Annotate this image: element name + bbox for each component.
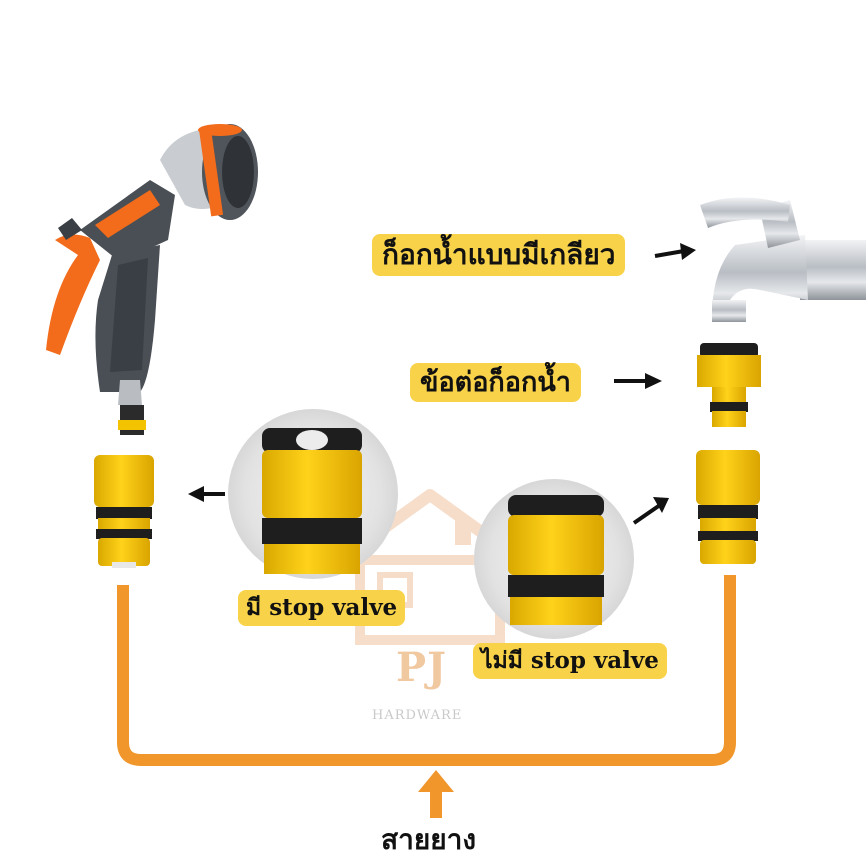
label-faucet-text: ก็อกน้ำแบบมีเกลียว	[382, 238, 616, 271]
zoom-circle-without-valve	[474, 479, 634, 639]
spray-gun-image	[46, 124, 258, 435]
label-faucet-adapter: ข้อต่อก็อกน้ำ	[410, 363, 581, 402]
label-with-valve: มี stop valve	[238, 590, 406, 626]
label-without-valve-prefix: ไม่มี	[481, 648, 523, 674]
label-with-valve-suffix: stop valve	[269, 594, 398, 621]
label-faucet-adapter-text: ข้อต่อก็อกน้ำ	[420, 367, 571, 398]
hose-arrow-icon	[418, 770, 454, 818]
zoom-circle-with-valve	[228, 409, 398, 579]
connector-left-image	[94, 455, 154, 568]
label-with-valve-prefix: มี	[246, 595, 262, 621]
connector-right-image	[696, 450, 760, 564]
arrow-right-connector-icon	[632, 497, 669, 525]
arrow-left-connector-icon	[188, 486, 225, 502]
hose-caption: สายยาง	[381, 823, 477, 856]
arrow-faucet-icon	[654, 243, 696, 260]
arrow-adapter-icon	[614, 373, 662, 389]
label-faucet: ก็อกน้ำแบบมีเกลียว	[372, 234, 626, 276]
faucet-adapter-image	[697, 343, 761, 427]
label-without-valve-suffix: stop valve	[530, 647, 659, 674]
watermark-logo: PJ	[396, 644, 448, 691]
watermark-subtitle: HARDWARE	[372, 708, 463, 723]
hose-line	[117, 575, 736, 766]
faucet-image	[700, 197, 866, 322]
label-without-valve: ไม่มี stop valve	[473, 643, 667, 679]
